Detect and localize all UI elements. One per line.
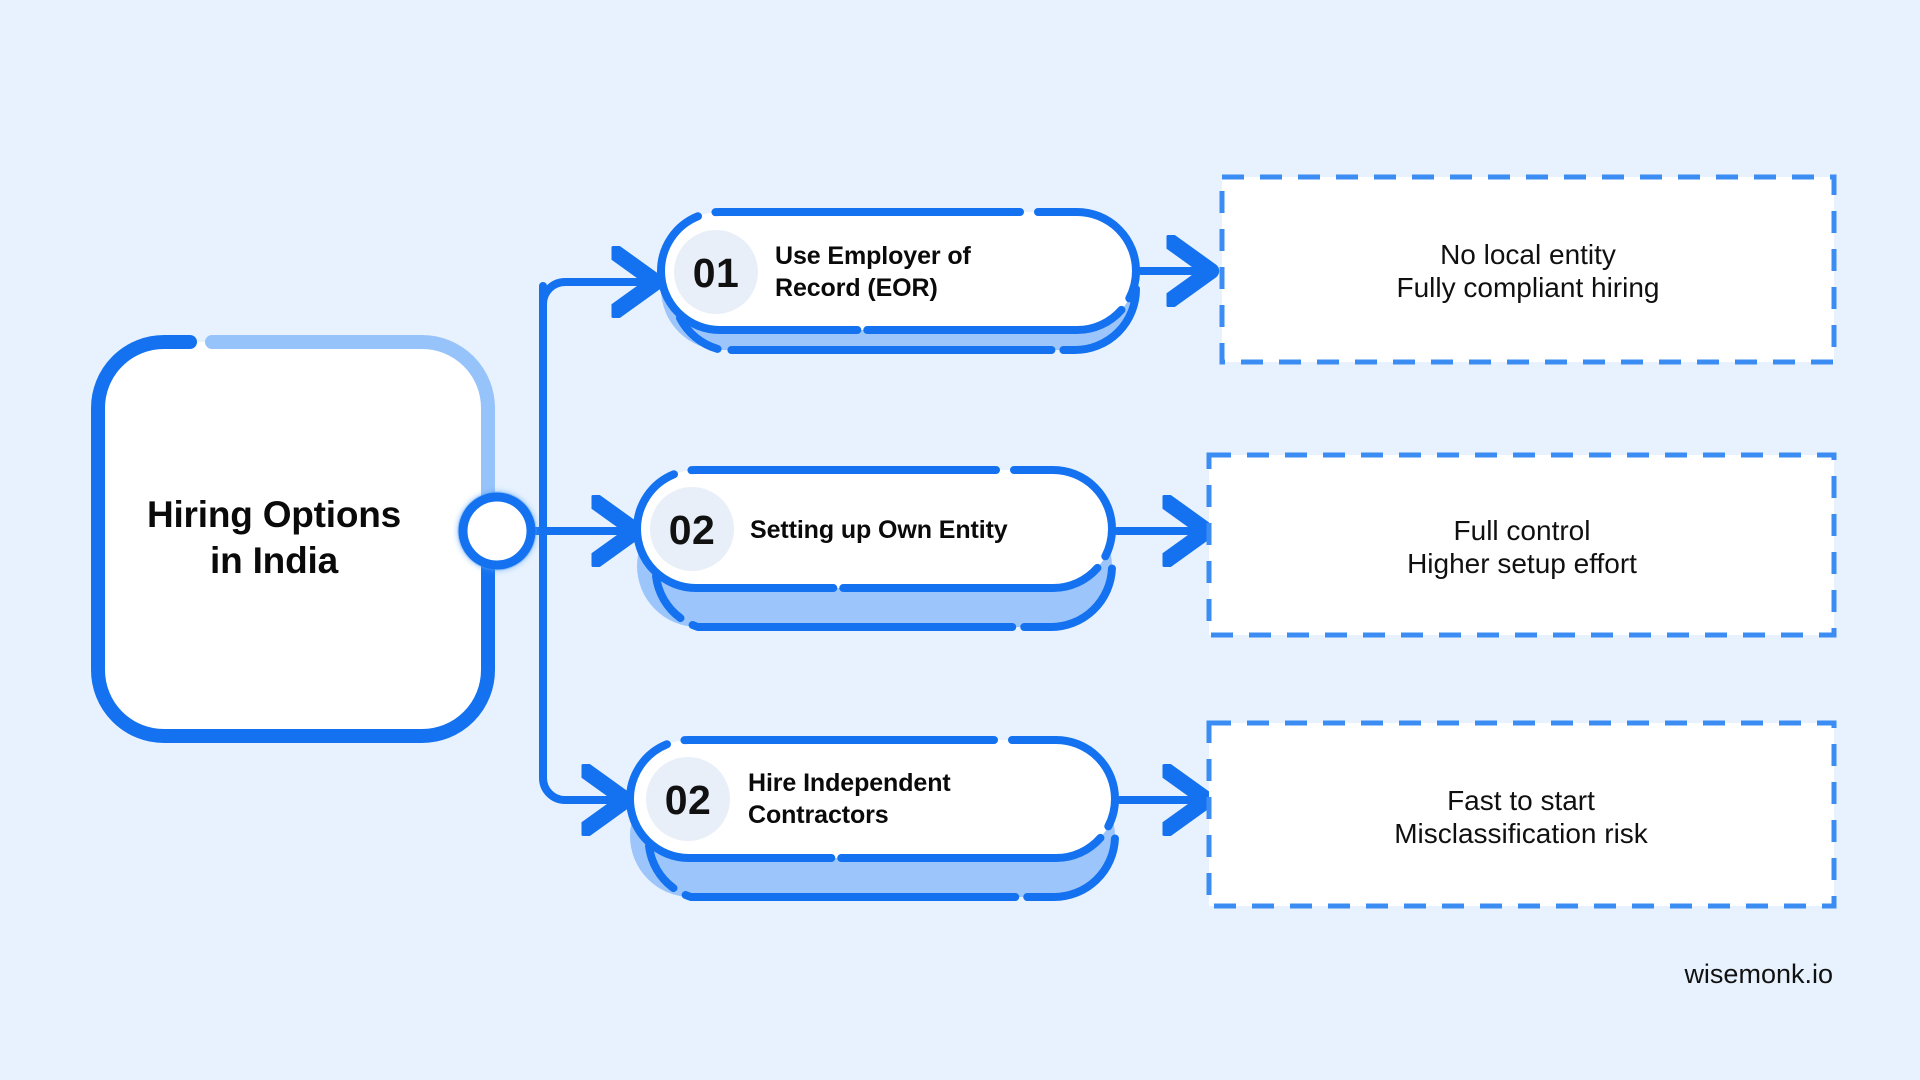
outcome-box-1-line1: No local entity: [1440, 239, 1616, 270]
option-card-1-badge: [674, 230, 758, 314]
option-card-3-label-line2: Contractors: [748, 801, 889, 829]
hub-circle: [458, 492, 536, 570]
option-card-3-badge: [646, 757, 730, 841]
branch-1[interactable]: 01 Use Employer of Record (EOR) No local…: [657, 174, 1837, 365]
watermark-label: wisemonk.io: [1683, 959, 1833, 989]
outcome-box-1-line2: Fully compliant hiring: [1397, 272, 1660, 303]
branch-arrow-3: [539, 744, 615, 800]
option-card-2-border: [633, 466, 1116, 592]
option-card-3-shadow-border: [645, 832, 1119, 901]
branch-3[interactable]: 02 Hire Independent Contractors Fast to …: [626, 720, 1837, 909]
root-node[interactable]: Hiring Options in India: [91, 335, 495, 743]
root-title-line2: in India: [210, 540, 339, 581]
option-card-1-label-line2: Record (EOR): [775, 274, 938, 302]
outcome-box-2-line1: Full control: [1454, 515, 1591, 546]
outcome-box-1: [1219, 174, 1837, 365]
option-card-2-shadow-border: [652, 562, 1116, 631]
option-card-3-number: 02: [665, 777, 712, 823]
option-card-2-fill: [637, 470, 1112, 588]
option-card-1-fill: [661, 212, 1136, 330]
option-card-3-border: [626, 736, 1119, 862]
option-card-2-number: 02: [669, 507, 716, 553]
option-card-1-label-line1: Use Employer of: [775, 242, 972, 270]
outcome-box-3: [1206, 720, 1837, 909]
outcome-box-2: [1206, 452, 1837, 638]
branch-2[interactable]: 02 Setting up Own Entity Full control Hi…: [633, 452, 1837, 638]
option-card-2-badge: [650, 487, 734, 571]
outcome-box-3-line1: Fast to start: [1447, 785, 1595, 816]
outcome-box-2-line2: Higher setup effort: [1407, 548, 1637, 579]
outcome-box-3-line2: Misclassification risk: [1394, 818, 1649, 849]
branch-arrow-1: [539, 282, 645, 310]
option-card-1-number: 01: [693, 250, 740, 296]
root-node-fill: [98, 342, 488, 736]
option-card-3-label-line1: Hire Independent: [748, 769, 951, 797]
option-card-1-shadow-border: [676, 285, 1140, 354]
option-card-3-fill: [630, 740, 1115, 858]
root-node-border-dark: [91, 335, 495, 743]
connector-lines: [457, 282, 645, 800]
root-title-line1: Hiring Options: [147, 494, 401, 535]
option-card-2-label-line1: Setting up Own Entity: [750, 516, 1008, 544]
root-node-border-light: [205, 335, 495, 507]
option-card-1-border: [657, 208, 1140, 334]
